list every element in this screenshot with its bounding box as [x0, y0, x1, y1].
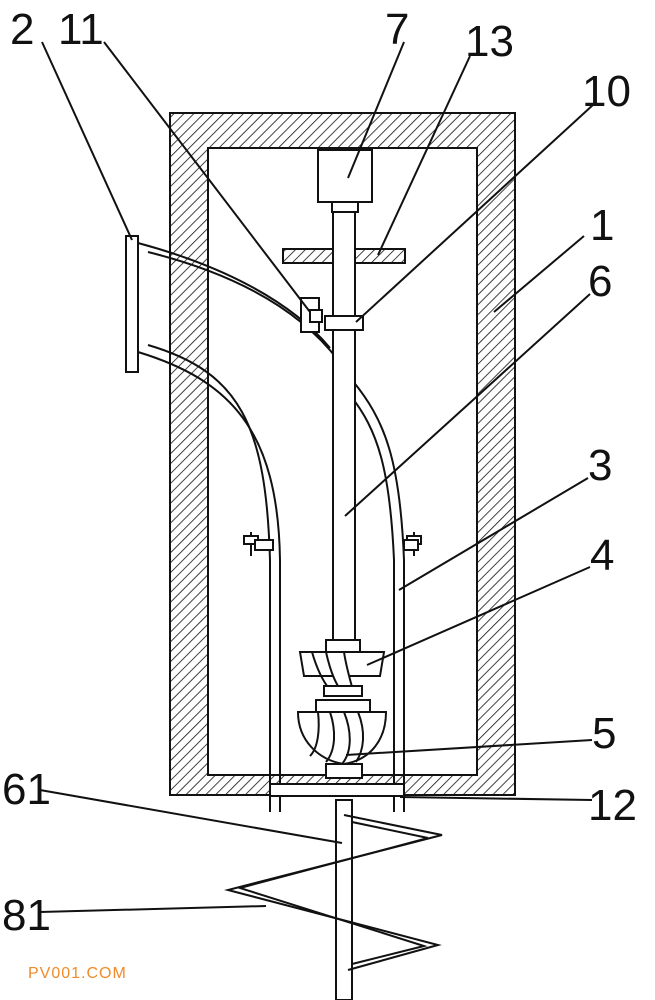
- bolt-left: [243, 532, 274, 556]
- label-10: 10: [582, 67, 631, 116]
- label-11: 11: [58, 5, 104, 54]
- label-7: 7: [385, 5, 409, 54]
- label-12: 12: [588, 781, 637, 830]
- motor-collar: [331, 201, 359, 213]
- leader-lines: [39, 41, 595, 913]
- motor: [317, 149, 373, 203]
- label-13: 13: [465, 17, 514, 66]
- shaft: [332, 211, 356, 643]
- shaft-lower: [335, 799, 353, 1000]
- label-4: 4: [590, 531, 614, 580]
- lower-impeller: [296, 699, 388, 779]
- bearing: [324, 315, 364, 331]
- bottom-plate: [269, 783, 405, 797]
- spiral-blade-inner: [236, 821, 429, 965]
- bolt-right: [403, 532, 422, 556]
- label-61: 61: [2, 765, 51, 814]
- upper-impeller: [298, 639, 386, 697]
- label-2: 2: [10, 5, 34, 54]
- feed-pipe-top2: [147, 251, 339, 361]
- watermark: PV001.COM: [28, 965, 127, 982]
- label-6: 6: [588, 257, 612, 306]
- label-81: 81: [2, 891, 51, 940]
- feed-pipe-inner2: [147, 344, 271, 812]
- housing-wall: [169, 112, 516, 796]
- label-3: 3: [588, 441, 612, 490]
- label-1: 1: [590, 201, 614, 250]
- spiral-blade: [224, 814, 443, 971]
- pipe-flange: [125, 235, 139, 373]
- label-5: 5: [592, 709, 616, 758]
- tube-right-inner: [349, 394, 395, 812]
- bracket-inner: [309, 309, 323, 323]
- feed-pipe-inner: [137, 351, 281, 812]
